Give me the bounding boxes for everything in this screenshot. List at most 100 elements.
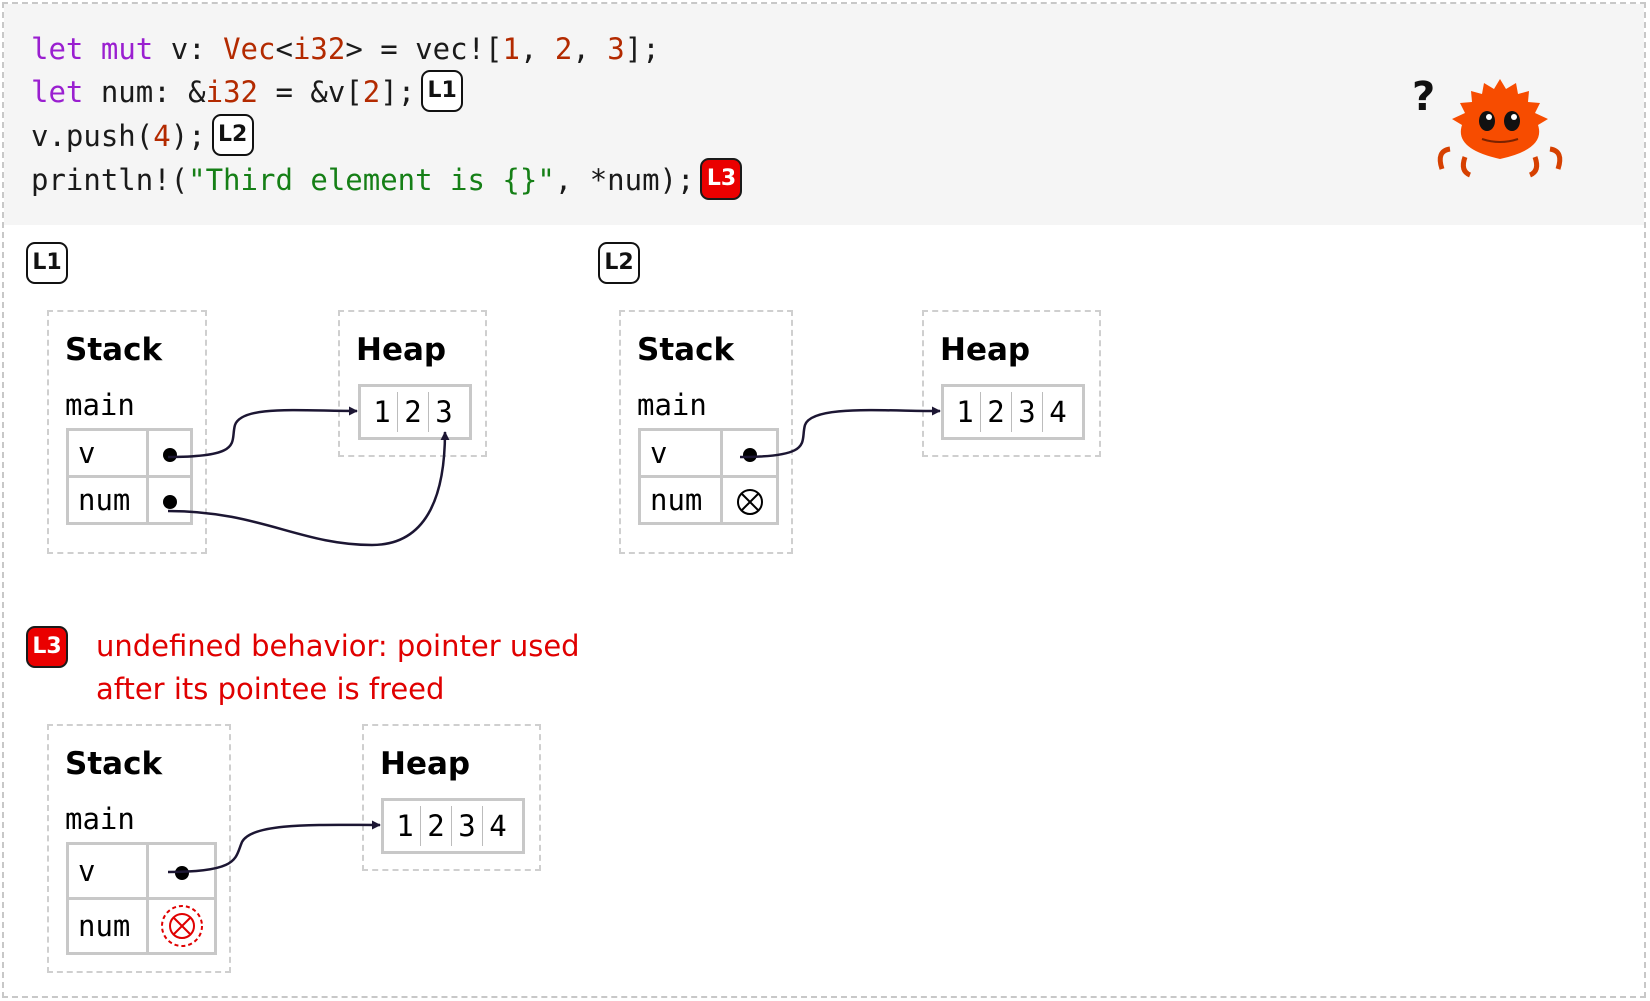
- heap-title: Heap: [380, 746, 471, 782]
- stack-row-num: num: [66, 475, 193, 525]
- var-name: v: [66, 842, 149, 900]
- code-line-3: v.push(4);L2: [31, 114, 254, 156]
- code-text: ,: [519, 32, 555, 66]
- var-name: v: [638, 428, 723, 478]
- var-name: num: [638, 475, 723, 525]
- code-text: ];: [624, 32, 660, 66]
- pointer-value: [720, 428, 779, 478]
- stack-row-num: num: [638, 475, 779, 525]
- heap-region-l2: Heap: [922, 310, 1101, 457]
- invalid-pointer-value: [146, 897, 217, 955]
- number-literal: 3: [607, 32, 625, 66]
- number-literal: 2: [362, 75, 381, 109]
- code-text: ];: [380, 75, 416, 109]
- heap-cell: 1: [396, 809, 414, 843]
- number-literal: 1: [502, 32, 520, 66]
- type-name: Vec: [223, 32, 276, 66]
- stack-region-l1: Stack main: [47, 310, 207, 554]
- heap-array-l2: 1 2 3 4: [941, 384, 1085, 440]
- invalid-pointer-icon: [736, 489, 763, 515]
- stack-frame-table-l3: v num: [66, 842, 217, 955]
- step-badge-l2: L2: [211, 114, 254, 156]
- undefined-behavior-message-line2: after its pointee is freed: [96, 672, 445, 706]
- heap-cell: 2: [397, 392, 428, 432]
- heap-array-l1: 1 2 3: [358, 384, 472, 440]
- heap-cell: 1: [956, 395, 974, 429]
- code-text: ,: [572, 32, 608, 66]
- code-text: v:: [153, 32, 224, 66]
- stack-row-v: v: [66, 428, 193, 478]
- step-badge-l3: L3: [700, 158, 743, 200]
- state-badge-l1: L1: [26, 242, 68, 284]
- frame-label: main: [65, 802, 135, 836]
- keyword: let: [31, 32, 84, 66]
- stack-title: Stack: [65, 332, 163, 368]
- code-text: = &v[: [258, 75, 363, 109]
- arrow-l1-v-to-heap: [167, 406, 358, 459]
- pointer-dot-icon: [162, 495, 177, 509]
- frame-label: main: [65, 388, 135, 422]
- number-literal: 4: [153, 119, 171, 153]
- stack-title: Stack: [65, 746, 163, 782]
- code-text: , *num);: [554, 163, 695, 197]
- question-mark: ?: [1412, 74, 1436, 120]
- code-line-1: let mut v: Vec<i32> = vec![1, 2, 3];: [31, 29, 660, 69]
- state-badge-l3: L3: [26, 626, 68, 668]
- heap-cell: 3: [451, 806, 482, 846]
- heap-title: Heap: [356, 332, 447, 368]
- undefined-behavior-message-line1: undefined behavior: pointer used: [96, 629, 580, 663]
- stack-region-l2: Stack main: [619, 310, 793, 554]
- arrow-l2-v-to-heap: [739, 406, 941, 459]
- stack-frame-table-l2: v num: [638, 428, 779, 525]
- pointer-value: [146, 475, 193, 525]
- arrow-l1-num-to-heap-index-2: [167, 431, 450, 547]
- heap-cell: 3: [1011, 392, 1042, 432]
- code-block: let mut v: Vec<i32> = vec![1, 2, 3]; let…: [4, 4, 1644, 225]
- keyword: mut: [100, 32, 154, 66]
- pointer-value: [146, 428, 193, 478]
- stack-frame-table-l1: v num: [66, 428, 193, 525]
- code-text: v.push(: [31, 119, 154, 153]
- state-badge-l2: L2: [598, 242, 640, 284]
- stack-row-v: v: [638, 428, 779, 478]
- string-literal: "Third element is {}": [188, 163, 555, 197]
- keyword: let: [31, 75, 84, 109]
- heap-cell: 2: [420, 806, 451, 846]
- heap-array-l3: 1 2 3 4: [381, 798, 525, 854]
- stack-region-l3: Stack main: [47, 724, 231, 973]
- heap-region-l1: Heap: [338, 310, 487, 457]
- heap-cell: 4: [482, 806, 513, 846]
- var-name: num: [66, 475, 149, 525]
- heap-title: Heap: [940, 332, 1031, 368]
- code-text: > = vec![: [345, 32, 503, 66]
- invalid-pointer-value: [720, 475, 779, 525]
- var-name: num: [66, 897, 149, 955]
- code-text: num: &: [83, 75, 206, 109]
- mascot: ?: [1410, 64, 1570, 184]
- invalid-pointer-highlighted-icon: [160, 905, 203, 947]
- type-name: i32: [292, 32, 346, 66]
- heap-cell: 1: [373, 395, 391, 429]
- ferris-crab-icon: [1437, 79, 1563, 178]
- heap-cell: 3: [428, 392, 459, 432]
- stack-row-num: num: [66, 897, 217, 955]
- pointer-dot-icon: [162, 448, 177, 462]
- code-line-4: println!("Third element is {}", *num);L3: [31, 158, 743, 200]
- code-text: <: [275, 32, 293, 66]
- code-text: println!(: [31, 163, 189, 197]
- frame-label: main: [637, 388, 707, 422]
- stack-title: Stack: [637, 332, 735, 368]
- step-badge-l1: L1: [421, 70, 464, 112]
- heap-cell: 2: [980, 392, 1011, 432]
- arrow-l3-v-to-heap: [167, 820, 381, 874]
- code-text: );: [170, 119, 206, 153]
- number-literal: 2: [554, 32, 573, 66]
- var-name: v: [66, 428, 149, 478]
- type-name: i32: [205, 75, 258, 109]
- pointer-dot-icon: [742, 448, 757, 462]
- code-line-2: let num: &i32 = &v[2];L1: [31, 70, 464, 112]
- heap-region-l3: Heap: [362, 724, 541, 871]
